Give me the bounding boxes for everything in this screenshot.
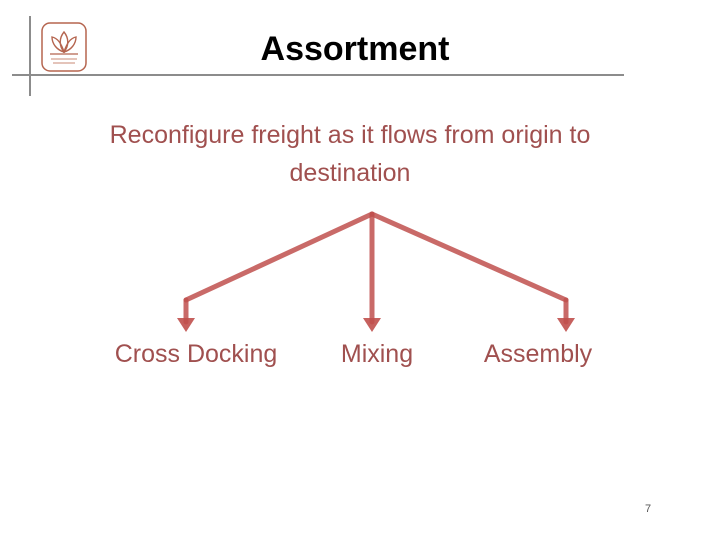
connector-left xyxy=(183,211,375,303)
vertical-rule xyxy=(29,16,31,96)
arrowhead-right xyxy=(557,318,575,332)
connector-right xyxy=(369,211,569,303)
horizontal-rule xyxy=(12,74,624,76)
arrowhead-center xyxy=(363,318,381,332)
arrowhead-left xyxy=(177,318,195,332)
node-mixing: Mixing xyxy=(340,340,414,368)
node-assembly: Assembly xyxy=(483,340,593,368)
slide-subtitle: Reconfigure freight as it flows from ori… xyxy=(109,121,591,187)
page-number: 7 xyxy=(645,503,652,515)
lotus-emblem-icon xyxy=(41,22,87,72)
node-cross-docking: Cross Docking xyxy=(114,340,278,368)
slide-title: Assortment xyxy=(260,30,450,68)
